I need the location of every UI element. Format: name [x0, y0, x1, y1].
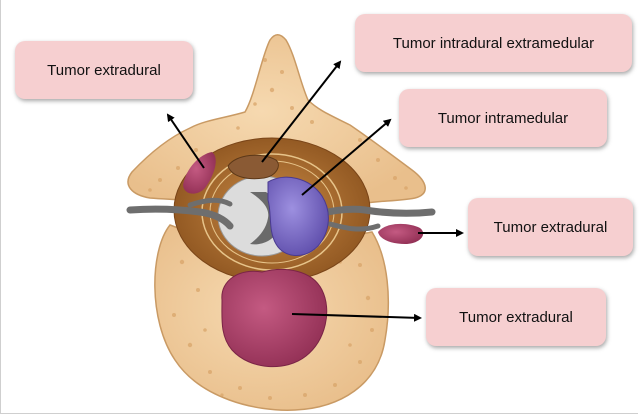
label-tumor-extradural-bottom: Tumor extradural	[426, 288, 606, 346]
label-tumor-intramedular: Tumor intramedular	[399, 89, 607, 147]
label-tumor-extradural-right: Tumor extradural	[468, 198, 633, 256]
tumor-extradural-bottom	[222, 269, 327, 366]
label-tumor-extradural-top-left: Tumor extradural	[15, 41, 193, 99]
tumor-extradural-right	[378, 224, 423, 244]
label-tumor-intradural-extramedular: Tumor intradural extramedular	[355, 14, 632, 72]
nerve-root-right	[318, 209, 432, 214]
